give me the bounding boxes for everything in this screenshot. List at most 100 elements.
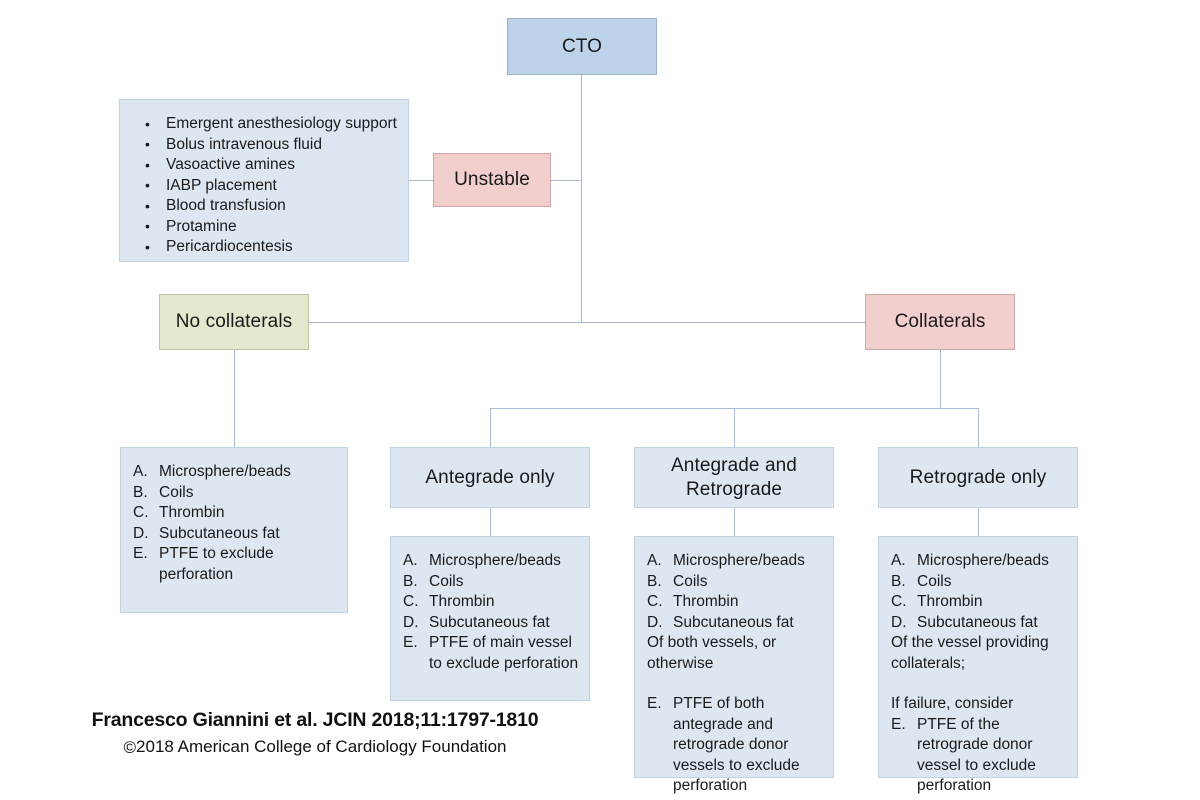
node-antegrade-only[interactable]: Antegrade only — [390, 447, 590, 508]
panel-unstable-actions: Emergent anesthesiology support Bolus in… — [119, 99, 409, 262]
list-item: B. Coils — [647, 572, 823, 593]
list-item-text: Microsphere/beads — [673, 552, 805, 569]
list-item-key: C. — [133, 504, 149, 521]
list-item: C. Thrombin — [403, 592, 579, 613]
antegrade-only-options-list: A. Microsphere/beads B. Coils C. Thrombi… — [391, 537, 589, 684]
citation-copyright: ©2018 American College of Cardiology Fou… — [0, 735, 630, 760]
panel-antegrade-and-retrograde-options: A. Microsphere/beads B. Coils C. Thrombi… — [634, 536, 834, 794]
list-item-key: E. — [403, 634, 418, 651]
list-item-key: E. — [647, 695, 662, 712]
copyright-icon: © — [123, 738, 137, 757]
list-item-text: PTFE of the retrograde donor vessel to e… — [917, 715, 1036, 795]
panel-retrograde-only-options: A. Microsphere/beads B. Coils C. Thrombi… — [878, 536, 1078, 794]
connector-no-collaterals-down — [234, 350, 235, 447]
list-item-text: Subcutaneous fat — [429, 613, 550, 631]
list-item: A. Microsphere/beads — [647, 551, 823, 572]
list-item-key: B. — [133, 483, 148, 501]
list-item-key: B. — [891, 572, 906, 590]
node-unstable-label: Unstable — [454, 169, 530, 190]
list-item: B. Coils — [891, 572, 1067, 593]
list-item: A. Microsphere/beads — [891, 551, 1067, 572]
list-item: D. Subcutaneous fat — [647, 613, 823, 634]
list-item: IABP placement — [136, 175, 400, 197]
list-item-text: Thrombin — [673, 593, 739, 610]
list-item: E. PTFE of main vessel to exclude perfor… — [403, 633, 579, 674]
node-collaterals[interactable]: Collaterals — [865, 294, 1015, 350]
list-item-key: D. — [647, 613, 663, 631]
node-antegrade-and-retrograde-label: Antegrade and Retrograde — [671, 454, 797, 500]
list-item: E. PTFE of both antegrade and retrograde… — [647, 694, 823, 797]
list-item: E. PTFE of the retrograde donor vessel t… — [891, 715, 1067, 797]
connector-retrograde-to-detail — [978, 508, 979, 536]
list-item-key: E. — [891, 715, 906, 733]
list-item-key: B. — [403, 572, 418, 590]
list-item: B. Coils — [133, 483, 337, 504]
connector-drop-retrograde — [978, 408, 979, 447]
connector-drop-antegrade-retrograde — [734, 408, 735, 447]
node-cto[interactable]: CTO — [507, 18, 657, 75]
list-item-text: Subcutaneous fat — [673, 613, 794, 631]
list-item-key: D. — [891, 613, 907, 631]
list-item-key: E. — [133, 545, 148, 562]
connector-antegrade-retrograde-to-detail — [734, 508, 735, 536]
list-item-text: Subcutaneous fat — [917, 613, 1038, 631]
list-item: D. Subcutaneous fat — [133, 524, 337, 545]
list-item-key: D. — [403, 613, 419, 631]
citation-block: Francesco Giannini et al. JCIN 2018;11:1… — [0, 708, 630, 760]
connector-drop-antegrade — [490, 408, 491, 447]
list-item-text: Thrombin — [159, 504, 225, 521]
node-antegrade-only-label: Antegrade only — [425, 466, 555, 488]
list-item-text: Coils — [673, 572, 708, 590]
list-item: A. Microsphere/beads — [133, 462, 337, 483]
list-item-text: Microsphere/beads — [429, 552, 561, 569]
options-condition: If failure, consider — [891, 695, 1014, 712]
node-antegrade-and-retrograde[interactable]: Antegrade and Retrograde — [634, 447, 834, 508]
list-item-text: Thrombin — [429, 593, 495, 610]
list-item-key: C. — [403, 593, 419, 610]
retrograde-only-options-list: A. Microsphere/beads B. Coils C. Thrombi… — [879, 537, 1077, 800]
list-item: Vasoactive amines — [136, 155, 400, 176]
list-item-text: Subcutaneous fat — [159, 524, 280, 542]
node-no-collaterals-label: No collaterals — [175, 311, 293, 332]
list-item: A. Microsphere/beads — [403, 551, 579, 572]
connector-collaterals-split — [308, 322, 865, 323]
list-item: D. Subcutaneous fat — [891, 613, 1067, 634]
list-item: Pericardiocentesis — [136, 237, 400, 258]
antegrade-and-retrograde-options-list: A. Microsphere/beads B. Coils C. Thrombi… — [635, 537, 833, 800]
list-item: Emergent anesthesiology support — [136, 114, 400, 135]
list-item: B. Coils — [403, 572, 579, 593]
list-item-text: PTFE of main vessel to exclude perforati… — [429, 634, 579, 672]
connector-collaterals-down — [940, 350, 941, 409]
list-item-text: Coils — [917, 572, 952, 590]
node-unstable[interactable]: Unstable — [433, 153, 551, 207]
connector-unstable-to-actions — [409, 180, 433, 181]
options-note: Of the vessel providing collaterals; — [891, 634, 1049, 672]
list-item-key: A. — [891, 552, 906, 569]
list-item-key: B. — [647, 572, 662, 590]
list-item-key: A. — [403, 552, 418, 569]
panel-no-collaterals-options: A. Microsphere/beads B. Coils C. Thrombi… — [120, 447, 348, 613]
node-retrograde-only[interactable]: Retrograde only — [878, 447, 1078, 508]
list-item: D. Subcutaneous fat — [403, 613, 579, 634]
list-item: C. Thrombin — [891, 592, 1067, 613]
options-note: Of both vessels, or otherwise — [647, 634, 777, 672]
no-collaterals-options-list: A. Microsphere/beads B. Coils C. Thrombi… — [121, 448, 347, 595]
list-item-text: Microsphere/beads — [159, 463, 291, 480]
list-item-text: Thrombin — [917, 593, 983, 610]
connector-cto-trunk — [581, 74, 582, 323]
list-item-key: D. — [133, 524, 149, 542]
citation-reference: Francesco Giannini et al. JCIN 2018;11:1… — [91, 709, 539, 731]
spacer — [891, 674, 1067, 694]
spacer — [647, 674, 823, 694]
node-no-collaterals[interactable]: No collaterals — [159, 294, 309, 350]
citation-copyright-text: 2018 American College of Cardiology Foun… — [136, 737, 507, 756]
node-cto-label: CTO — [561, 35, 603, 57]
list-item-key: A. — [647, 552, 662, 569]
connector-unstable-to-trunk — [551, 180, 582, 181]
list-item-text: PTFE to exclude perforation — [159, 545, 274, 583]
list-item-text: Coils — [159, 483, 194, 501]
list-item: C. Thrombin — [133, 503, 337, 524]
connector-antegrade-to-detail — [490, 508, 491, 536]
list-item-text: Coils — [429, 572, 464, 590]
